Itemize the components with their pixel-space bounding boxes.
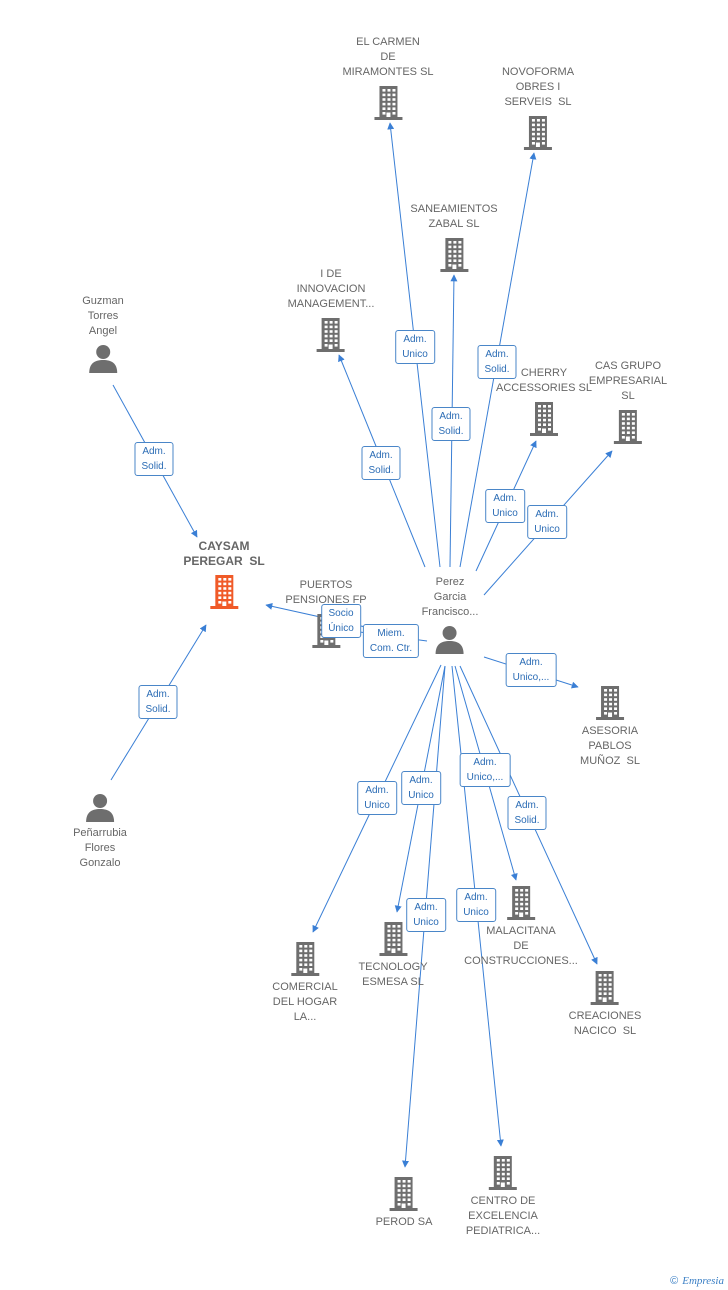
edge-label[interactable]: Adm. Solid.: [507, 796, 547, 830]
building-icon: [358, 920, 427, 956]
person-icon: [73, 792, 127, 822]
node-el-carmen[interactable]: EL CARMEN DE MIRAMONTES SL: [342, 35, 434, 120]
node-label[interactable]: I DE INNOVACION MANAGEMENT...: [287, 268, 375, 310]
edge-label[interactable]: Adm. Unico: [395, 330, 435, 364]
edge-label[interactable]: Adm. Unico: [485, 489, 525, 523]
edge-label[interactable]: Adm. Solid.: [477, 345, 517, 379]
edge-label[interactable]: Adm. Solid.: [431, 407, 471, 441]
node-label[interactable]: NOVOFORMA OBRES I SERVEIS SL: [501, 66, 575, 108]
node-malacitana[interactable]: MALACITANA DE CONSTRUCCIONES...: [464, 884, 578, 969]
building-icon: [466, 1154, 540, 1190]
edge-label[interactable]: Miem. Com. Ctr.: [362, 624, 420, 658]
node-label[interactable]: CREACIONES NACICO SL: [568, 1010, 642, 1037]
node-label[interactable]: Peñarrubia Flores Gonzalo: [73, 827, 127, 869]
node-cherry[interactable]: CHERRY ACCESSORIES SL: [496, 366, 592, 436]
edge-label[interactable]: Adm. Unico,...: [459, 753, 511, 787]
edge-label[interactable]: Adm. Unico: [456, 888, 496, 922]
node-label[interactable]: SANEAMIENTOS ZABAL SL: [410, 203, 498, 230]
building-icon: [569, 969, 642, 1005]
building-icon: [589, 408, 667, 444]
node-label[interactable]: EL CARMEN DE MIRAMONTES SL: [342, 36, 434, 78]
edge-label[interactable]: Adm. Solid.: [361, 446, 401, 480]
node-i-de-innovacion[interactable]: I DE INNOVACION MANAGEMENT...: [287, 267, 375, 352]
node-label[interactable]: COMERCIAL DEL HOGAR LA...: [272, 981, 338, 1023]
building-icon: [183, 573, 264, 609]
node-label[interactable]: TECNOLOGY ESMESA SL: [358, 961, 428, 988]
edge-label[interactable]: Adm. Unico: [401, 771, 441, 805]
building-icon: [502, 114, 574, 150]
edge-label[interactable]: Socio Único: [321, 604, 361, 638]
node-perod[interactable]: PEROD SA: [375, 1175, 433, 1230]
building-icon: [288, 316, 375, 352]
node-tecnology[interactable]: TECNOLOGY ESMESA SL: [358, 920, 428, 990]
footer-brand[interactable]: ©Empresia: [670, 1275, 724, 1287]
brand-name: Empresia: [682, 1275, 724, 1287]
node-asesoria[interactable]: ASESORIA PABLOS MUÑOZ SL: [580, 684, 640, 769]
node-label[interactable]: CAS GRUPO EMPRESARIAL SL: [588, 360, 668, 402]
building-icon: [342, 84, 433, 120]
node-perez[interactable]: Perez Garcia Francisco...: [421, 575, 479, 654]
node-label[interactable]: PUERTOS PENSIONES FP: [285, 579, 367, 606]
person-icon: [422, 624, 479, 654]
node-label[interactable]: Guzman Torres Angel: [82, 295, 124, 337]
edge-label[interactable]: Adm. Solid.: [138, 685, 178, 719]
node-penarrubia[interactable]: Peñarrubia Flores Gonzalo: [73, 792, 127, 871]
node-label[interactable]: ASESORIA PABLOS MUÑOZ SL: [580, 725, 640, 767]
node-label[interactable]: Perez Garcia Francisco...: [421, 576, 479, 618]
edge-label[interactable]: Adm. Unico: [406, 898, 446, 932]
edge-label[interactable]: Adm. Unico: [527, 505, 567, 539]
edge-label[interactable]: Adm. Unico: [357, 781, 397, 815]
building-icon: [272, 940, 337, 976]
node-label[interactable]: CHERRY ACCESSORIES SL: [496, 367, 592, 394]
node-caysam[interactable]: CAYSAM PEREGAR SL: [183, 539, 265, 609]
node-label[interactable]: CENTRO DE EXCELENCIA PEDIATRICA...: [465, 1195, 541, 1237]
edge-label[interactable]: Adm. Unico,...: [505, 653, 557, 687]
node-novoforma[interactable]: NOVOFORMA OBRES I SERVEIS SL: [502, 65, 574, 150]
building-icon: [410, 236, 497, 272]
building-icon: [376, 1175, 433, 1211]
node-cas-grupo[interactable]: CAS GRUPO EMPRESARIAL SL: [589, 359, 667, 444]
person-icon: [82, 343, 124, 373]
node-centro[interactable]: CENTRO DE EXCELENCIA PEDIATRICA...: [466, 1154, 540, 1239]
building-icon: [464, 884, 578, 920]
node-label[interactable]: PEROD SA: [375, 1216, 433, 1228]
building-icon: [580, 684, 640, 720]
node-creaciones[interactable]: CREACIONES NACICO SL: [568, 969, 642, 1039]
node-guzman[interactable]: Guzman Torres Angel: [82, 294, 124, 373]
edge-label[interactable]: Adm. Solid.: [134, 442, 174, 476]
building-icon: [496, 400, 592, 436]
node-label[interactable]: MALACITANA DE CONSTRUCCIONES...: [464, 925, 578, 967]
node-saneamientos[interactable]: SANEAMIENTOS ZABAL SL: [410, 202, 498, 272]
node-label[interactable]: CAYSAM PEREGAR SL: [183, 539, 265, 568]
copyright-symbol: ©: [670, 1275, 679, 1287]
node-comercial[interactable]: COMERCIAL DEL HOGAR LA...: [272, 940, 338, 1025]
